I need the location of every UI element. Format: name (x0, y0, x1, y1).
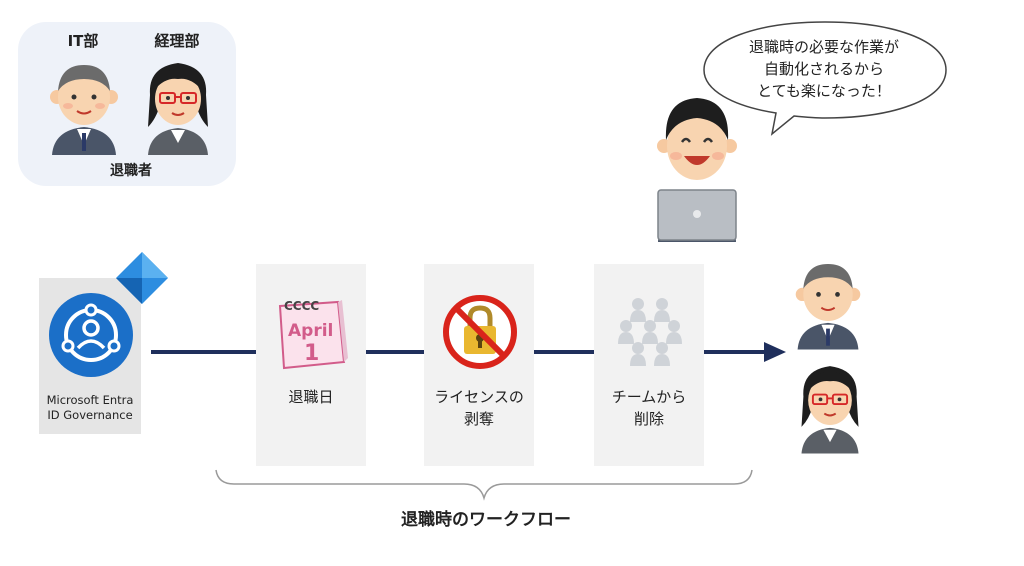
speech-bubble-text: 退職時の必要な作業が 自動化されるから とても楽になった！ (722, 36, 926, 102)
step-label-line1: ライセンスの (434, 388, 524, 406)
bubble-line1: 退職時の必要な作業が (748, 38, 899, 56)
bubble-line3: とても楽になった！ (757, 82, 891, 100)
bubble-line2: 自動化されるから (763, 60, 884, 78)
retiree-caption: 退職者 (110, 163, 152, 179)
person-male-icon (50, 65, 118, 155)
workflow-label: 退職時のワークフロー (401, 510, 571, 530)
step-label-line2: 剥奪 (463, 410, 494, 428)
accounting-dept-label: 経理部 (154, 32, 200, 50)
azure-diamond-icon (116, 252, 168, 304)
calendar-icon: CCCC April 1 (278, 299, 348, 370)
step-label-team-removal: チームから 削除 (594, 386, 704, 430)
entra-label-line2: ID Governance (47, 408, 133, 422)
person-female-icon (801, 366, 859, 454)
team-group-icon (618, 298, 682, 366)
step-label-line1: チームから (611, 388, 687, 406)
calendar-rings: CCCC (284, 299, 319, 313)
speech-bubble (703, 21, 947, 136)
no-license-icon (443, 295, 517, 369)
person-male-icon (795, 264, 861, 350)
person-female-icon (148, 63, 208, 155)
step-label-line2: 削除 (633, 410, 664, 428)
arrow-icon (764, 342, 786, 362)
entra-label-line1: Microsoft Entra (46, 393, 134, 407)
entra-product-label: Microsoft Entra ID Governance (39, 393, 141, 423)
entra-id-icon (49, 293, 133, 377)
step-box-team-removal (594, 264, 704, 466)
calendar-month: April (288, 321, 333, 341)
step-label-license-removal: ライセンスの 剥奪 (424, 386, 534, 430)
it-dept-label: IT部 (67, 32, 99, 50)
calendar-day: 1 (304, 341, 319, 366)
step-label-retirement-date: 退職日 (256, 386, 366, 408)
step-label-line1: 退職日 (288, 388, 334, 406)
laptop-person-icon (657, 98, 737, 242)
workflow-brace (215, 469, 753, 501)
